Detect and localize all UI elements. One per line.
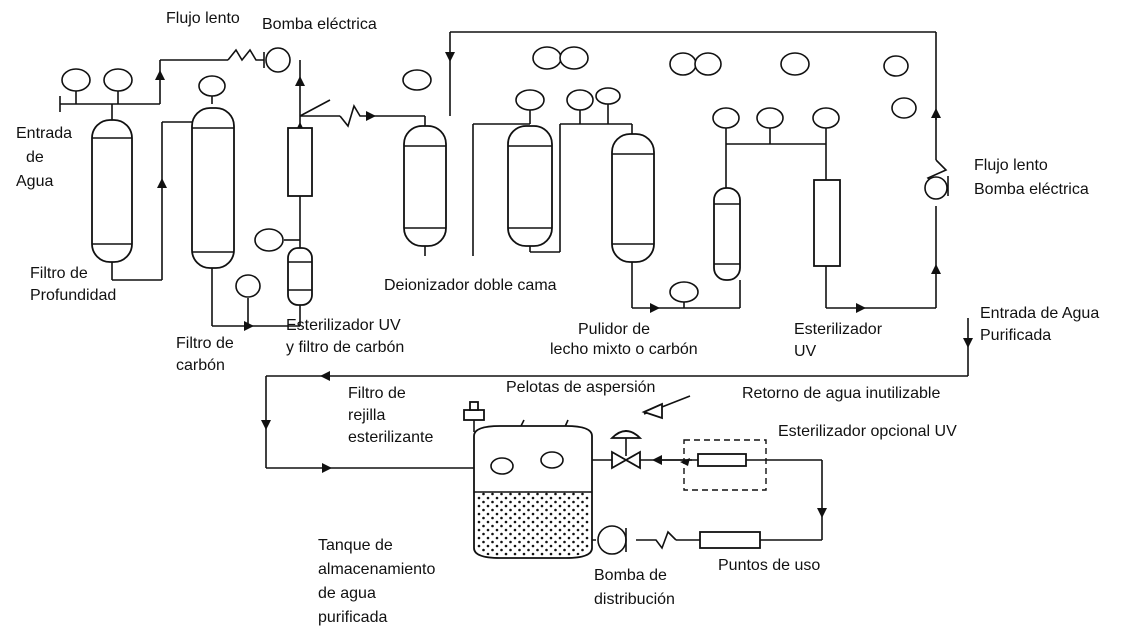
valve-icon <box>611 450 628 470</box>
return-valve <box>609 402 663 470</box>
label-points-of-use: Puntos de uso <box>718 557 820 574</box>
arrow-icon <box>322 463 332 473</box>
gauge-icon <box>780 52 810 76</box>
deionizer-vessel-1 <box>403 125 447 247</box>
distribution-pump-icon <box>597 525 627 555</box>
label-right-flow: Flujo lento <box>974 157 1048 174</box>
gauge-icon <box>891 97 917 119</box>
label-uv-carbon-2: y filtro de carbón <box>286 339 404 356</box>
gauges <box>61 46 917 303</box>
label-carbon-filter-2: carbón <box>176 357 225 374</box>
label-inlet-1: Entrada <box>16 125 72 142</box>
spray-ball-icon <box>490 457 514 475</box>
arrow-icon <box>680 458 690 466</box>
arrow-icon <box>295 76 305 86</box>
gauge-icon <box>198 75 226 97</box>
actuator-icon <box>609 430 643 439</box>
label-mesh-filter-2: rejilla <box>348 407 385 424</box>
points-of-use-unit <box>699 531 761 549</box>
gauge-icon <box>595 87 621 105</box>
label-polisher-2: lecho mixto o carbón <box>550 341 698 358</box>
label-dist-pump-2: distribución <box>594 591 675 608</box>
label-tank-4: purificada <box>318 609 387 626</box>
optional-uv-sterilizer <box>683 439 767 491</box>
gauge-icon <box>103 68 133 92</box>
arrow-icon <box>931 108 941 118</box>
arrow-icon <box>963 338 973 348</box>
arrow-icon <box>650 303 660 313</box>
label-right-pump: Bomba eléctrica <box>974 181 1089 198</box>
arrow-icon <box>856 303 866 313</box>
arrow-icon <box>320 371 330 381</box>
label-deionizer: Deionizador doble cama <box>384 277 557 294</box>
vent-filter-icon <box>463 409 485 421</box>
gauge-icon <box>515 89 545 111</box>
flow-arrows <box>155 52 973 518</box>
top-pump-icon <box>265 47 291 73</box>
arrow-icon <box>157 178 167 188</box>
carbon-cartridge <box>287 247 313 306</box>
right-pump-icon <box>924 176 948 200</box>
arrow-icon <box>261 420 271 430</box>
gauge-icon <box>669 281 699 303</box>
gauge-icon <box>61 68 91 92</box>
spray-ball-icon <box>540 451 564 469</box>
gauge-icon <box>402 69 432 91</box>
label-purified-inlet-2: Purificada <box>980 327 1051 344</box>
arrow-icon <box>244 321 254 331</box>
gauge-icon <box>254 228 284 252</box>
polisher-cartridge <box>713 187 741 281</box>
label-uv-sterilizer-1: Esterilizador <box>794 321 883 338</box>
gauge-icon <box>883 55 909 77</box>
depth-filter-vessel <box>91 119 133 263</box>
gauge-icon <box>532 46 562 70</box>
label-tank-3: de agua <box>318 585 376 602</box>
carbon-filter-vessel <box>191 107 235 269</box>
label-tank-2: almacenamiento <box>318 561 436 578</box>
arrow-icon <box>817 508 827 518</box>
label-dist-pump-1: Bomba de <box>594 567 667 584</box>
label-return-water: Retorno de agua inutilizable <box>742 385 940 402</box>
label-uv-sterilizer-2: UV <box>794 343 817 360</box>
polisher-vessel <box>611 133 655 263</box>
label-top-pump: Bomba eléctrica <box>262 16 377 33</box>
uv-unit <box>287 127 313 197</box>
labels: Flujo lento Bomba eléctrica Entrada de A… <box>16 10 1099 626</box>
gauge-icon <box>235 274 261 298</box>
arrow-icon <box>931 264 941 274</box>
label-top-flow: Flujo lento <box>166 10 240 27</box>
deionizer-vessel-2 <box>507 125 553 247</box>
label-carbon-filter-1: Filtro de <box>176 335 234 352</box>
label-polisher-1: Pulidor de <box>578 321 650 338</box>
arrow-icon <box>366 111 376 121</box>
uv-sterilizer <box>813 179 841 267</box>
label-uv-carbon-1: Esterilizador UV <box>286 317 401 334</box>
vessels <box>91 107 841 306</box>
label-purified-inlet-1: Entrada de Agua <box>980 305 1099 322</box>
label-optional-uv: Esterilizador opcional UV <box>778 423 957 440</box>
label-depth-filter-2: Profundidad <box>30 287 116 304</box>
pumps <box>263 47 949 555</box>
label-inlet-3: Agua <box>16 173 53 190</box>
label-spray-balls: Pelotas de aspersión <box>506 379 655 396</box>
label-mesh-filter-3: esterilizante <box>348 429 433 446</box>
gauge-icon <box>712 107 740 129</box>
arrow-icon <box>445 52 455 62</box>
label-tank-1: Tanque de <box>318 537 393 554</box>
gauge-icon <box>756 107 784 129</box>
gauge-icon <box>566 89 594 111</box>
arrow-icon <box>155 70 165 80</box>
arrow-icon <box>652 455 662 465</box>
storage-tank <box>463 401 593 559</box>
label-inlet-2: de <box>26 149 44 166</box>
gauge-icon <box>559 46 589 70</box>
label-depth-filter-1: Filtro de <box>30 265 88 282</box>
label-mesh-filter-1: Filtro de <box>348 385 406 402</box>
gauge-icon <box>812 107 840 129</box>
gauge-icon <box>694 52 722 76</box>
gauge-icon <box>669 52 697 76</box>
